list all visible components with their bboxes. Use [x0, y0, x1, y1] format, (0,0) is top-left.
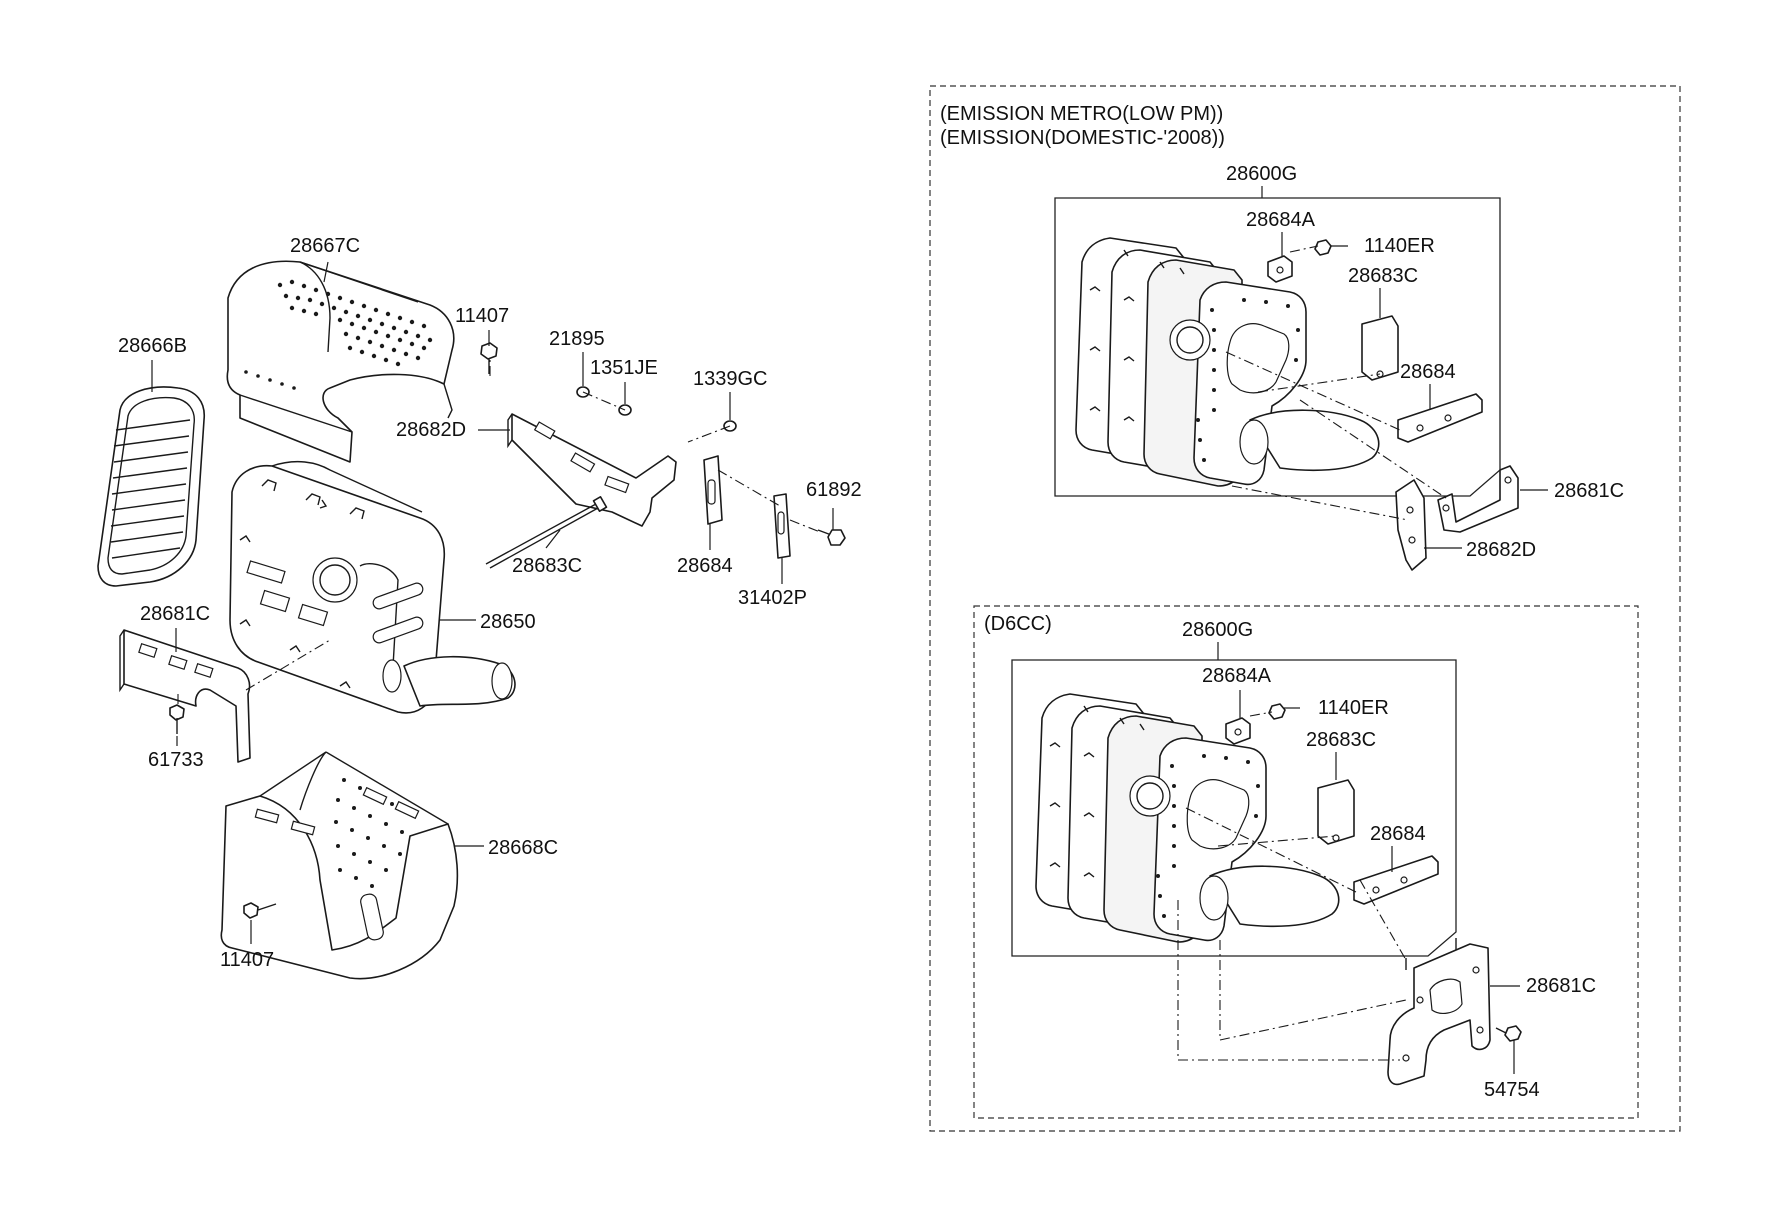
label-61892: 61892	[806, 479, 862, 501]
box1-label-1140ER: 1140ER	[1364, 235, 1435, 257]
box2-header: (D6CC)	[984, 613, 1052, 635]
bolt-11407-top	[480, 342, 498, 374]
label-28682D: 28682D	[396, 419, 466, 441]
hanger-bracket-28682D	[507, 413, 677, 527]
box2-bolt-1140ER	[1268, 703, 1286, 720]
box2-label-54754: 54754	[1484, 1079, 1540, 1101]
box1-label-28683C: 28683C	[1348, 265, 1418, 287]
hanger-rod-28683C	[485, 496, 608, 569]
box1-assembly-outline	[1054, 197, 1501, 497]
bracket-28681C-left	[119, 629, 251, 763]
box2-assembly-outline	[1011, 659, 1457, 957]
lower-heat-shield-28668C	[220, 751, 459, 980]
box2-label-28681C: 28681C	[1526, 975, 1596, 997]
box2-strip-28684	[1353, 855, 1439, 905]
label-21895: 21895	[549, 328, 605, 350]
box1-clamp-28684A	[1267, 255, 1293, 283]
box2-assembly-lines	[1177, 711, 1407, 1061]
box2-label-28683C: 28683C	[1306, 729, 1376, 751]
label-28683C: 28683C	[512, 555, 582, 577]
catalyst-muffler-unit-2	[1035, 693, 1340, 943]
box1-bracket-28681C	[1437, 465, 1519, 533]
box2-label-1140ER: 1140ER	[1318, 697, 1389, 719]
label-28681C: 28681C	[140, 603, 210, 625]
bolt-11407-bottom	[243, 902, 277, 919]
box1-header-line2: (EMISSION(DOMESTIC-'2008))	[940, 127, 1225, 149]
strip-28684	[703, 455, 723, 525]
box2-label-28684A: 28684A	[1202, 665, 1272, 687]
assembly-lines-left	[177, 356, 821, 704]
bolt-61733	[169, 704, 185, 734]
box1-bracket-28682D	[1395, 479, 1427, 571]
box2-leader-lines	[1239, 690, 1520, 1074]
box1-header-line1: (EMISSION METRO(LOW PM))	[940, 103, 1223, 125]
box1-label-28684: 28684	[1400, 361, 1456, 383]
box1-label-28682D: 28682D	[1466, 539, 1536, 561]
box2-bracket-28681C	[1387, 938, 1491, 1086]
label-31402P: 31402P	[738, 587, 807, 609]
box2-rod-bracket-28683C	[1317, 779, 1355, 845]
muffler-body-28650	[229, 460, 516, 714]
box2-assembly-label: 28600G	[1182, 619, 1253, 641]
box2-clamp-28684A	[1225, 717, 1251, 745]
label-1351JE: 1351JE	[590, 357, 658, 379]
label-28650: 28650	[480, 611, 536, 633]
label-28666B: 28666B	[118, 335, 187, 357]
label-28684: 28684	[677, 555, 733, 577]
leader-lines-left	[151, 261, 834, 944]
label-11407-bottom: 11407	[220, 949, 274, 971]
strip-31402P	[773, 493, 791, 559]
label-61733: 61733	[148, 749, 204, 771]
muffler-grille-28666B	[97, 386, 205, 587]
box1-assembly-lines	[1225, 245, 1447, 521]
box2-label-28684: 28684	[1370, 823, 1426, 845]
catalyst-muffler-unit-1	[1075, 237, 1380, 487]
label-28667C: 28667C	[290, 235, 360, 257]
emission-option-box	[929, 85, 1681, 1132]
label-1339GC: 1339GC	[693, 368, 768, 390]
d6cc-option-box	[973, 605, 1639, 1119]
label-28668C: 28668C	[488, 837, 558, 859]
box1-rod-bracket-28683C	[1361, 315, 1399, 381]
box2-bolt-54754	[1495, 1025, 1522, 1042]
box1-assembly-label: 28600G	[1226, 163, 1297, 185]
box1-leader-lines	[1281, 232, 1548, 549]
label-11407-top: 11407	[455, 305, 509, 327]
box1-strip-28684	[1397, 393, 1483, 443]
upper-heat-shield-28667C	[226, 260, 455, 463]
bolt-61892	[817, 529, 846, 546]
box1-bolt-1140ER	[1314, 239, 1332, 256]
box1-label-28684A: 28684A	[1246, 209, 1316, 231]
box1-label-28681C: 28681C	[1554, 480, 1624, 502]
